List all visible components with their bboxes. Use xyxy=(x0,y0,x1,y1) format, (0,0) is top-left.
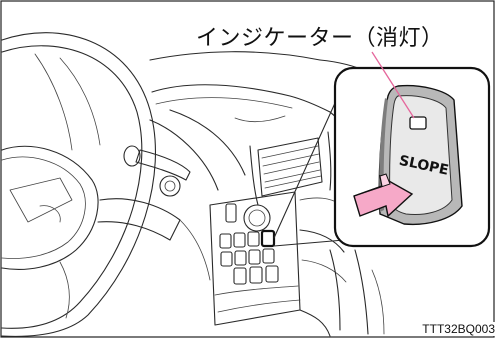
slope-button-location xyxy=(260,229,276,248)
callout-leader-line xyxy=(371,51,415,119)
steering-wheel xyxy=(1,32,156,337)
center-switch-panel xyxy=(209,191,301,326)
indicator-light xyxy=(409,116,427,130)
dashboard-right xyxy=(299,59,385,337)
dashboard-upper xyxy=(97,51,331,281)
indicator-callout-label: インジケーター（消灯） xyxy=(196,26,444,51)
zoom-connector xyxy=(273,91,345,247)
zoom-inset: SLOPE xyxy=(333,66,491,248)
center-air-vent xyxy=(249,131,332,206)
figure-code: TTT32BQ003 xyxy=(420,322,495,336)
engine-button xyxy=(243,204,271,232)
